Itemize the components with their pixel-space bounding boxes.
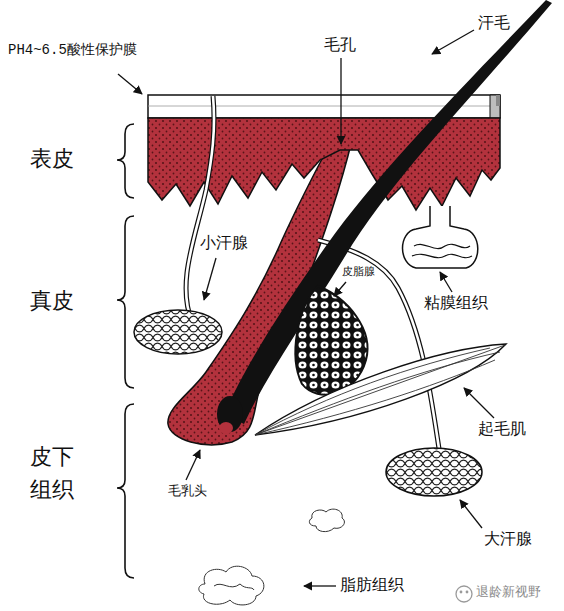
watermark: 退龄新视野 [476,585,541,600]
sweat-duct [186,96,214,322]
watermark-icon [456,586,472,602]
hair-shaft [217,0,552,434]
part-label: 粘膜组织 [424,294,488,312]
sweat-duct [186,96,214,322]
sweat-gland-coil [134,310,222,354]
arrector-muscle [255,345,505,435]
sebaceous-gland [295,286,367,395]
acid-mantle-layer [496,95,500,106]
arrector-muscle [255,344,506,435]
layer-label: 表皮 [30,146,74,171]
leader-arrow [440,272,452,292]
fat-tissue [199,509,345,605]
part-label: 起毛肌 [478,420,526,438]
mucosa-tissue [403,206,478,268]
sweat-gland-coil [134,310,482,496]
epidermis-layer [148,118,500,210]
sweat-gland-coil [386,448,482,496]
watermark-icon [466,591,469,594]
layer-bracket [117,124,134,198]
mucosa-tissue [403,206,478,268]
arrector-muscle [255,344,506,435]
part-label: 脂肪组织 [340,576,404,594]
leader-arrow [186,450,200,480]
watermark-icon [456,586,472,602]
leader-arrow [334,282,346,296]
leader-arrow [118,30,494,586]
leader-arrow [460,500,482,528]
mucosa-tissue [414,244,470,248]
part-label: 皮脂腺 [342,266,375,279]
layer-label: 真皮 [30,288,74,313]
acid-mantle-layer [490,95,500,118]
leader-arrow [118,74,142,94]
leader-arrow [304,585,336,586]
part-label: 大汗腺 [484,530,532,548]
hair-shaft [224,0,552,424]
part-label: 毛乳头 [168,484,207,499]
leader-arrow [464,388,494,418]
layer-bracket [117,124,134,578]
hair-shaft [219,422,233,434]
leader-arrow [432,30,474,54]
fat-tissue [199,566,264,605]
mucosa-tissue [412,254,472,257]
leader-arrow [204,258,216,300]
part-label: 汗毛 [478,14,510,32]
layer-bracket [117,404,134,578]
part-label: 毛孔 [324,36,356,54]
fat-tissue [309,509,344,532]
watermark-icon [460,591,463,594]
fat-tissue [214,584,254,590]
layer-label: 皮下 组织 [30,440,77,506]
leader-arrow [340,58,341,144]
part-label: 小汗腺 [200,234,248,252]
layer-bracket [117,216,134,388]
ph-note: PH4~6.5酸性保护膜 [8,42,137,58]
